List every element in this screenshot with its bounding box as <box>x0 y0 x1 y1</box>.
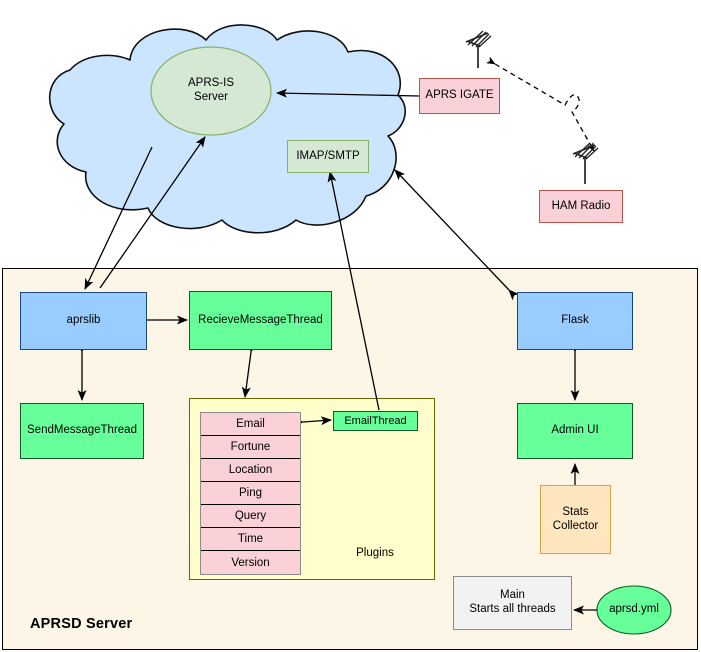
plugin-item-version[interactable]: Version <box>201 551 300 574</box>
aprsd-server-title: APRSD Server <box>30 616 133 632</box>
plugin-item-location[interactable]: Location <box>201 459 300 482</box>
plugin-item-email[interactable]: Email <box>201 413 300 436</box>
plugin-item-fortune[interactable]: Fortune <box>201 436 300 459</box>
node-stats-collector[interactable]: Stats Collector <box>540 485 611 554</box>
node-main[interactable]: Main Starts all threads <box>453 576 572 630</box>
plugin-item-time[interactable]: Time <box>201 528 300 551</box>
node-imap-smtp[interactable]: IMAP/SMTP <box>287 140 369 173</box>
node-aprs-igate[interactable]: APRS IGATE <box>419 78 500 114</box>
node-recieve-message-thread[interactable]: RecieveMessageThread <box>189 291 332 350</box>
node-aprslib[interactable]: aprslib <box>20 292 147 350</box>
node-flask[interactable]: Flask <box>517 292 633 350</box>
aprsd-yml-ellipse <box>596 585 672 635</box>
antenna-icon-ham <box>572 142 599 184</box>
node-send-message-thread[interactable]: SendMessageThread <box>20 403 144 459</box>
aprs-is-server-ellipse <box>150 46 272 136</box>
node-ham-radio[interactable]: HAM Radio <box>539 190 623 223</box>
plugin-item-query[interactable]: Query <box>201 505 300 528</box>
plugin-item-ping[interactable]: Ping <box>201 482 300 505</box>
antenna-icon-igate <box>465 30 492 68</box>
plugin-list: Email Fortune Location Ping Query Time V… <box>200 412 301 575</box>
node-admin-ui[interactable]: Admin UI <box>517 403 633 459</box>
node-aprsd-yml[interactable]: aprsd.yml <box>609 603 659 616</box>
node-aprs-is-server[interactable]: APRS-IS Server <box>187 77 234 103</box>
node-email-thread[interactable]: EmailThread <box>333 411 418 431</box>
plugins-panel-label: Plugins <box>356 547 394 559</box>
